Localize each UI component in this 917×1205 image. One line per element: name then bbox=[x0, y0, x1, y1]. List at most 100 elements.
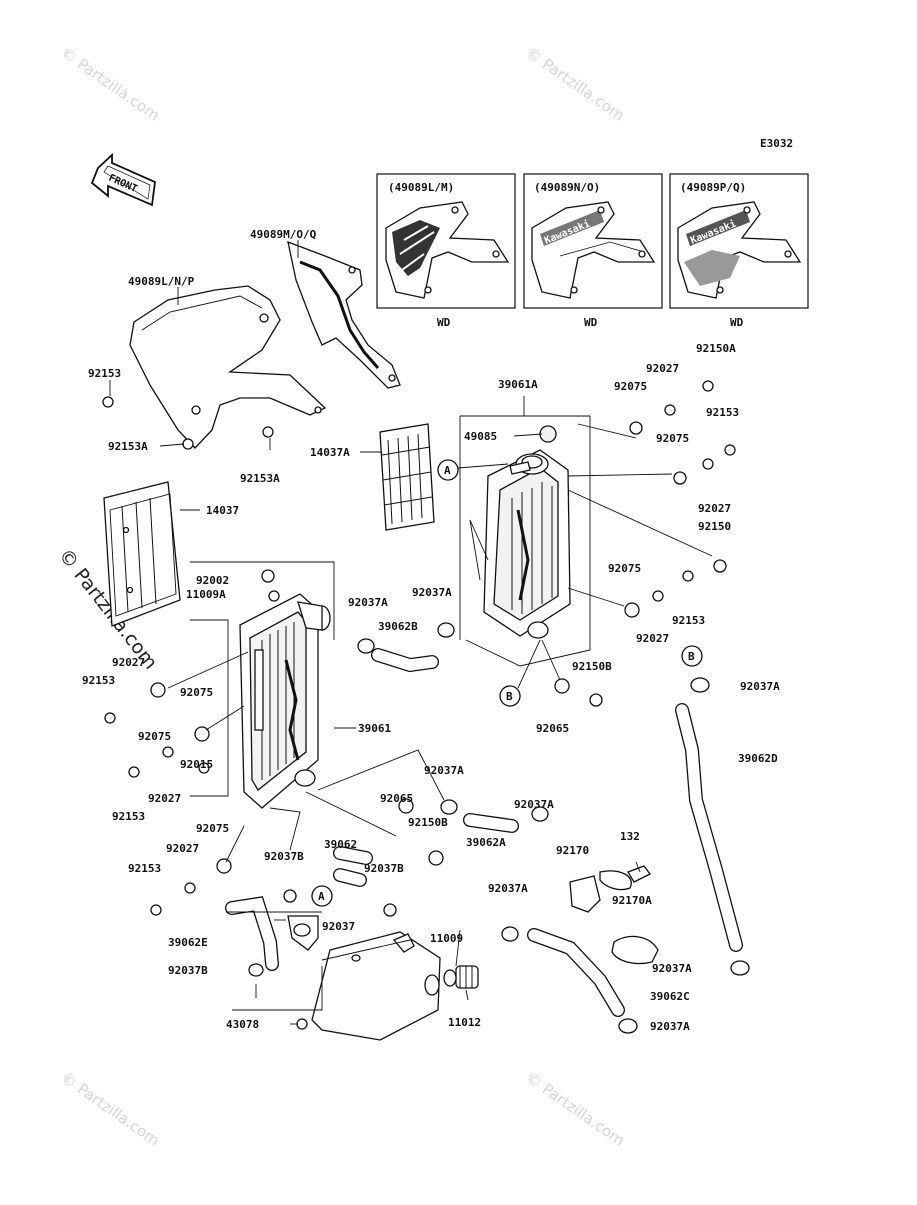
part-label: 92153A bbox=[108, 440, 148, 453]
part-label: 39062A bbox=[466, 836, 506, 849]
leader-lines bbox=[109, 240, 713, 1025]
watermark-bottom-left: © Partzilla.com bbox=[58, 1069, 163, 1150]
part-label: 92027 bbox=[112, 656, 145, 669]
watermark-top-right: © Partzilla.com bbox=[523, 44, 628, 125]
part-label: 92027 bbox=[646, 362, 679, 375]
part-label: 92027 bbox=[636, 632, 669, 645]
part-labels: 49089M/O/Q 49089L/N/P 92153 92153A 92153… bbox=[82, 228, 780, 1033]
marker-B2-text: B bbox=[688, 650, 695, 663]
cap-11012 bbox=[455, 965, 479, 989]
part-label: 92037A bbox=[424, 764, 464, 777]
part-label: 92027 bbox=[148, 792, 181, 805]
part-label: 92150B bbox=[408, 816, 448, 829]
part-label: 43078 bbox=[226, 1018, 259, 1031]
marker-A2-text: A bbox=[318, 890, 325, 903]
part-label: 92153 bbox=[128, 862, 161, 875]
bolt-132 bbox=[627, 861, 651, 883]
reservoir-tank-43078 bbox=[296, 931, 441, 1041]
part-label: 39062B bbox=[378, 620, 418, 633]
part-label: 92150B bbox=[572, 660, 612, 673]
part-label: 92037A bbox=[652, 962, 692, 975]
part-label: 92037B bbox=[168, 964, 208, 977]
part-label: 92037A bbox=[412, 586, 452, 599]
brackets-92170 bbox=[569, 870, 659, 965]
variant-title-3: (49089P/Q) bbox=[680, 181, 746, 194]
part-label: 14037 bbox=[206, 504, 239, 517]
seal-11009 bbox=[443, 969, 457, 987]
part-label: 92153 bbox=[706, 406, 739, 419]
part-label: 92153 bbox=[88, 367, 121, 380]
part-label: 92075 bbox=[614, 380, 647, 393]
part-label: 92037A bbox=[650, 1020, 690, 1033]
part-label: 92037 bbox=[322, 920, 355, 933]
marker-B1-text: B bbox=[506, 690, 513, 703]
watermark-top-left: © Partzilla.com bbox=[58, 44, 163, 125]
part-label: 92027 bbox=[166, 842, 199, 855]
part-label: 92150 bbox=[698, 520, 731, 533]
radiator-grille-14037A bbox=[379, 423, 435, 531]
hose-clamps bbox=[248, 622, 750, 1034]
part-label: 92153 bbox=[672, 614, 705, 627]
part-label: 92075 bbox=[608, 562, 641, 575]
part-label: 92037B bbox=[264, 850, 304, 863]
part-label: 92075 bbox=[656, 432, 689, 445]
radiator-grille-14037 bbox=[103, 481, 181, 627]
watermark-bottom-right: © Partzilla.com bbox=[523, 1069, 628, 1150]
part-label: 92170 bbox=[556, 844, 589, 857]
radiator-shroud-left bbox=[129, 285, 327, 449]
part-label: 92075 bbox=[138, 730, 171, 743]
part-label: 11009A bbox=[186, 588, 226, 601]
part-label: 92037A bbox=[348, 596, 388, 609]
marker-A1: A bbox=[437, 459, 509, 481]
part-label: 49085 bbox=[464, 430, 497, 443]
part-label: 39061A bbox=[498, 378, 538, 391]
variant-box-2: (49089N/O) Kawasaki WD bbox=[523, 173, 663, 329]
part-label: 39062 bbox=[324, 838, 357, 851]
part-label: 14037A bbox=[310, 446, 350, 459]
part-label: 92015 bbox=[180, 758, 213, 771]
part-label: 92153A bbox=[240, 472, 280, 485]
part-label: 49089L/N/P bbox=[128, 275, 195, 288]
part-label: 92037B bbox=[364, 862, 404, 875]
part-label: 92075 bbox=[196, 822, 229, 835]
part-label: 92170A bbox=[612, 894, 652, 907]
marker-B1: B bbox=[499, 639, 541, 707]
front-arrow-icon: FRONT bbox=[90, 152, 156, 207]
radiator-right-39061A bbox=[469, 449, 571, 639]
variant-title-2: (49089N/O) bbox=[534, 181, 600, 194]
radiator-left-39061 bbox=[239, 593, 331, 851]
variant-note-2: WD bbox=[584, 316, 598, 329]
variant-note-1: WD bbox=[437, 316, 451, 329]
part-label: 92075 bbox=[180, 686, 213, 699]
hoses bbox=[225, 648, 743, 1017]
variant-box-3: (49089P/Q) Kawasaki WD bbox=[669, 173, 809, 329]
part-label: 49089M/O/Q bbox=[250, 228, 317, 241]
part-label: 92037A bbox=[488, 882, 528, 895]
part-label: 92153 bbox=[82, 674, 115, 687]
part-label: 92037A bbox=[514, 798, 554, 811]
variant-note-3: WD bbox=[730, 316, 744, 329]
marker-A1-text: A bbox=[444, 464, 451, 477]
part-label: 92153 bbox=[112, 810, 145, 823]
part-label: 39062E bbox=[168, 936, 208, 949]
diagram-code: E3032 bbox=[760, 137, 793, 150]
part-label: 39061 bbox=[358, 722, 391, 735]
clamp-92037 bbox=[287, 915, 319, 951]
part-label: 92002 bbox=[196, 574, 229, 587]
part-label: 92027 bbox=[698, 502, 731, 515]
part-label: 11012 bbox=[448, 1016, 481, 1029]
part-label: 92065 bbox=[536, 722, 569, 735]
fasteners bbox=[102, 380, 736, 916]
part-label: 39062D bbox=[738, 752, 778, 765]
radiator-shroud-right bbox=[287, 240, 401, 389]
part-label: 92037A bbox=[740, 680, 780, 693]
marker-B2: B bbox=[681, 645, 703, 667]
marker-A2: A bbox=[311, 885, 333, 907]
part-label: 11009 bbox=[430, 932, 463, 945]
variant-title-1: (49089L/M) bbox=[388, 181, 454, 194]
part-label: 92065 bbox=[380, 792, 413, 805]
variant-box-1: (49089L/M) WD bbox=[376, 173, 516, 329]
part-label: 92150A bbox=[696, 342, 736, 355]
